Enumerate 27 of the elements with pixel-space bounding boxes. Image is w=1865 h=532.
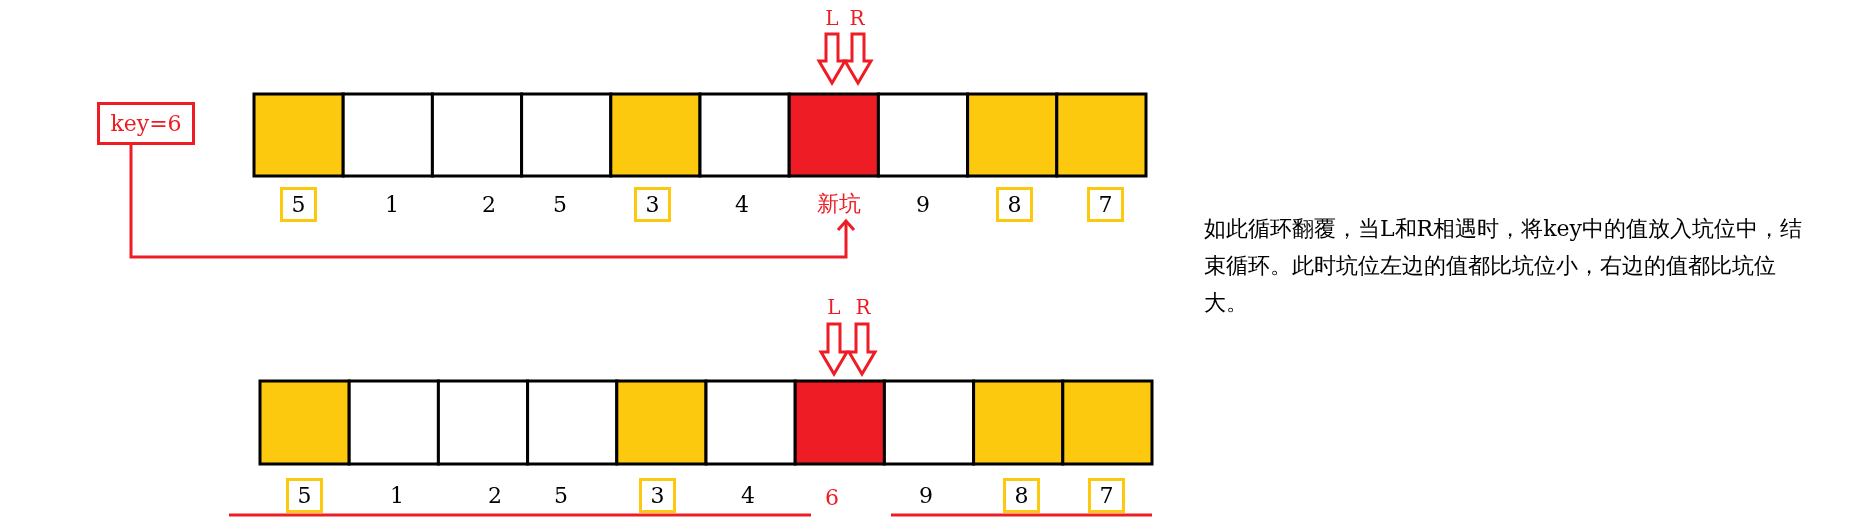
value-label: 5 bbox=[554, 482, 568, 508]
value-label: 5 bbox=[553, 191, 567, 217]
pointer-label: L bbox=[827, 295, 841, 319]
value-frame: 8 bbox=[1003, 478, 1040, 513]
key-box: key=6 bbox=[97, 102, 195, 145]
value-frame: 7 bbox=[1087, 187, 1124, 222]
value-label: 6 bbox=[825, 484, 839, 510]
pointer-label: R bbox=[855, 295, 871, 319]
value-frame: 5 bbox=[280, 187, 317, 222]
pointer-label: L bbox=[825, 6, 839, 30]
pointer-label: R bbox=[849, 6, 865, 30]
value-frame: 8 bbox=[996, 187, 1033, 222]
value-frame: 7 bbox=[1088, 478, 1125, 513]
value-label: 9 bbox=[919, 482, 933, 508]
value-label: 1 bbox=[390, 482, 404, 508]
value-label: 2 bbox=[482, 191, 496, 217]
value-label: 9 bbox=[916, 191, 930, 217]
value-frame: 3 bbox=[639, 478, 676, 513]
value-label: 4 bbox=[741, 482, 755, 508]
value-label: 4 bbox=[735, 191, 749, 217]
note-text: 如此循环翻覆，当L和R相遇时，将key中的值放入坑位中，结束循环。此时坑位左边的值都比坑位小，右边的值都比坑位大。 bbox=[1204, 215, 1803, 317]
value-frame: 3 bbox=[634, 187, 671, 222]
pit-label: 新坑 bbox=[802, 187, 876, 220]
value-frame: 5 bbox=[286, 478, 323, 513]
value-label: 2 bbox=[488, 482, 502, 508]
arrow bbox=[129, 145, 856, 259]
value-label: 1 bbox=[385, 191, 399, 217]
